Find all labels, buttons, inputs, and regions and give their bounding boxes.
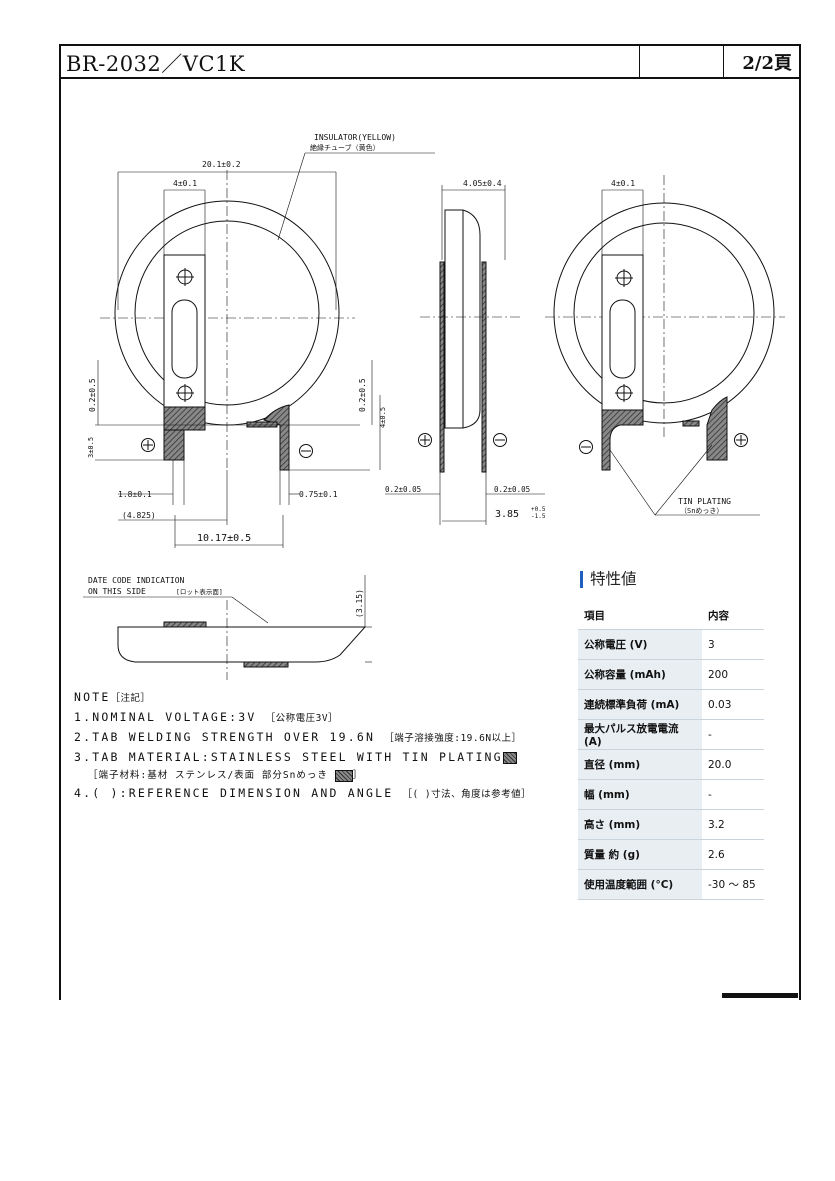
dim-side-tol-minus: -1.5 <box>531 513 546 520</box>
side-view-labels: 4.05±0.4 0.2±0.05 0.2±0.05 3.85 +0.5 -1.… <box>385 179 546 520</box>
hatch-swatch-icon <box>502 751 517 764</box>
note-2-jp: ［端子溶接強度:19.6N以上］ <box>384 733 522 744</box>
dim-outer-diameter: 20.1±0.2 <box>202 160 241 169</box>
date-code-line1: DATE CODE INDICATION <box>88 576 185 585</box>
bottom-side-view <box>83 575 372 680</box>
table-row: 質量 約 (g)2.6 <box>578 839 764 870</box>
dim-height-ref: (3.15) <box>355 589 364 618</box>
date-code-line2: ON THIS SIDE <box>88 587 146 596</box>
spec-value: 3 <box>702 629 764 660</box>
table-row: 公称容量 (mAh)200 <box>578 659 764 690</box>
dim-tab-len-right: 4±0.5 <box>379 407 387 428</box>
spec-value: - <box>702 779 764 810</box>
hatch-swatch-icon-small <box>334 769 353 782</box>
dim-tab-len: 3±0.5 <box>87 437 95 458</box>
note-2: 2.TAB WELDING STRENGTH OVER 19.6N <box>74 730 376 744</box>
note-3-jp: ［端子材料:基材 ステンレス/表面 部分Snめっき <box>88 770 328 781</box>
spec-key: 使用温度範囲 (°C) <box>578 869 702 900</box>
tin-plating-label: TIN PLATING <box>678 497 731 506</box>
spec-value: -30 ～ 85 <box>702 869 764 900</box>
spec-key: 高さ (mm) <box>578 809 702 840</box>
dim-pitch: 10.17±0.5 <box>197 533 251 544</box>
note-4: 4.( ):REFERENCE DIMENSION AND ANGLE <box>74 786 394 800</box>
table-row: 公称電圧 (V)3 <box>578 629 764 660</box>
table-row: 高さ (mm)3.2 <box>578 809 764 840</box>
note-3: 3.TAB MATERIAL:STAINLESS STEEL WITH TIN … <box>74 750 503 764</box>
spec-value: 200 <box>702 659 764 690</box>
spec-key: 公称電圧 (V) <box>578 629 702 660</box>
spec-key: 直径 (mm) <box>578 749 702 780</box>
insulator-label-jp: 絶縁チューブ（黄色） <box>310 143 380 152</box>
dim-tab-width-front: 4±0.1 <box>173 179 197 188</box>
notes-heading-jp: ［注記］ <box>110 693 151 704</box>
spec-key: 幅 (mm) <box>578 779 702 810</box>
spec-value: - <box>702 719 764 750</box>
drawing-sheet: BR-2032／VC1K 2/2頁 <box>59 44 801 1000</box>
back-view <box>545 175 785 516</box>
dim-tab-gap: 1.8±0.1 <box>118 490 152 499</box>
table-row: 連続標準負荷 (mA)0.03 <box>578 689 764 720</box>
insulator-label: INSULATOR(YELLOW) <box>314 133 396 142</box>
spec-panel: 特性値 項目 内容 公称電圧 (V)3 公称容量 (mAh)200 連続標準負荷… <box>578 566 764 900</box>
spec-key: 連続標準負荷 (mA) <box>578 689 702 720</box>
side-view <box>385 185 545 525</box>
note-3-jp-end: ］ <box>352 770 364 781</box>
table-row: 最大パルス放電電流 (A)- <box>578 719 764 750</box>
note-4-jp: ［( )寸法、角度は参考値］ <box>402 789 532 800</box>
spec-value: 20.0 <box>702 749 764 780</box>
spec-key: 最大パルス放電電流 (A) <box>578 719 702 750</box>
spec-key: 公称容量 (mAh) <box>578 659 702 690</box>
front-view <box>95 152 435 548</box>
dim-side-pitch: 3.85 <box>495 509 519 520</box>
dim-ref-width: (4.825) <box>122 511 156 520</box>
table-row: 幅 (mm)- <box>578 779 764 810</box>
page-number: 2/2頁 <box>742 53 792 74</box>
spec-value: 3.2 <box>702 809 764 840</box>
dim-thickness: 4.05±0.4 <box>463 179 502 188</box>
bottom-side-view-labels: DATE CODE INDICATION ON THIS SIDE [ロット表示… <box>88 576 364 618</box>
spec-col-value: 内容 <box>702 602 764 630</box>
dim-side-tol-plus: +0.5 <box>531 506 546 513</box>
table-row: 使用温度範囲 (°C)-30 ～ 85 <box>578 869 764 900</box>
spec-value: 0.03 <box>702 689 764 720</box>
notes-section: NOTE［注記］ 1.NOMINAL VOLTAGE:3V ［公称電圧3V］ 2… <box>74 688 531 804</box>
title-block-cell <box>639 46 724 77</box>
dim-left-offset: 0.2±0.5 <box>88 378 97 412</box>
note-1-jp: ［公称電圧3V］ <box>265 713 339 724</box>
spec-value: 2.6 <box>702 839 764 870</box>
tin-plating-label-jp: （Snめっき） <box>680 507 723 515</box>
dim-tab-thick-left: 0.2±0.05 <box>385 485 421 494</box>
spec-title-text: 特性値 <box>590 570 637 588</box>
spec-table-header: 項目 内容 <box>578 602 764 630</box>
spec-col-item: 項目 <box>578 602 702 630</box>
spec-title-bar <box>580 571 583 588</box>
dim-tab-width-back: 4±0.1 <box>611 179 635 188</box>
table-row: 直径 (mm)20.0 <box>578 749 764 780</box>
spec-title: 特性値 <box>578 566 764 592</box>
sheet-bottom-rule <box>722 993 798 998</box>
dim-tab-edge: 0.75±0.1 <box>299 490 338 499</box>
drawing-title: BR-2032／VC1K <box>66 52 246 76</box>
title-block: BR-2032／VC1K 2/2頁 <box>61 46 799 79</box>
back-view-labels: 4±0.1 TIN PLATING （Snめっき） <box>611 179 731 515</box>
dim-right-offset: 0.2±0.5 <box>358 378 367 412</box>
spec-table: 項目 内容 公称電圧 (V)3 公称容量 (mAh)200 連続標準負荷 (mA… <box>578 602 764 900</box>
dim-tab-thick-right: 0.2±0.05 <box>494 485 530 494</box>
note-1: 1.NOMINAL VOLTAGE:3V <box>74 710 257 724</box>
notes-heading: NOTE <box>74 690 111 704</box>
date-code-jp: [ロット表示面] <box>176 587 223 596</box>
title-block-page-cell: 2/2頁 <box>723 46 798 77</box>
front-view-labels: INSULATOR(YELLOW) 絶縁チューブ（黄色） 20.1±0.2 4±… <box>87 133 396 544</box>
spec-key: 質量 約 (g) <box>578 839 702 870</box>
